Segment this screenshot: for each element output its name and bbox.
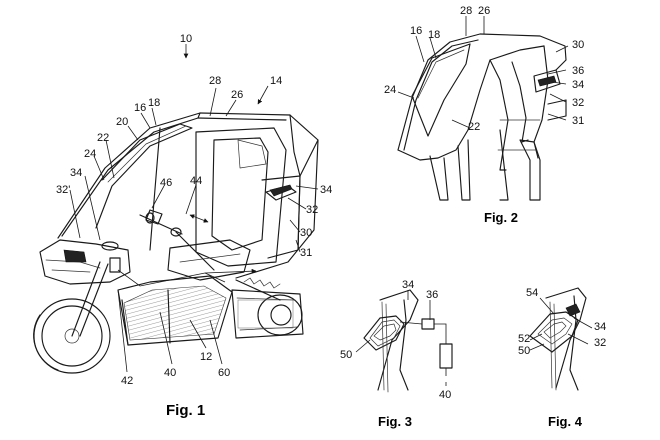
fig1-ref-42: 42 <box>121 375 133 387</box>
fig1-ref-44: 44 <box>190 175 202 187</box>
fig1-ref-24: 24 <box>84 148 96 160</box>
fig3-handle-detail <box>355 289 453 393</box>
fig1-door-opening <box>167 127 287 281</box>
fig1-leader-lines <box>69 44 319 373</box>
fig3-ref-36: 36 <box>426 289 438 301</box>
fig1-windscreen-frame <box>95 123 193 251</box>
fig2-canopy-drawing <box>397 16 569 201</box>
fig2-ref-31: 31 <box>572 115 584 127</box>
fig1-caption: Fig. 1 <box>166 402 205 419</box>
fig3-reference-numerals: 34 36 50 40 <box>340 279 451 401</box>
fig1-ref-40: 40 <box>164 367 176 379</box>
fig2-ref-34: 34 <box>572 79 584 91</box>
fig1-ref-31: 31 <box>300 247 312 259</box>
fig2-ref-24: 24 <box>384 84 396 96</box>
fig1-ref-34-left: 34 <box>70 167 82 179</box>
fig1-ref-14: 14 <box>270 75 282 87</box>
fig1-vehicle-drawing <box>33 44 319 374</box>
fig2-ref-36: 36 <box>572 65 584 77</box>
fig3-ref-34: 34 <box>402 279 414 291</box>
fig1-ref-22: 22 <box>97 132 109 144</box>
fig2-ref-30: 30 <box>572 39 584 51</box>
fig1-front-wheel <box>33 298 111 374</box>
fig1-rear-wheel <box>231 289 304 339</box>
fig1-ref-20: 20 <box>116 116 128 128</box>
fig2-ref-18: 18 <box>428 29 440 41</box>
fig1-ref-34-right: 34 <box>320 184 332 196</box>
fig2-ref-26: 26 <box>478 5 490 17</box>
fig1-front-nose <box>39 239 131 285</box>
fig1-ref-10: 10 <box>180 33 192 45</box>
fig1-ref-16: 16 <box>134 102 146 114</box>
fig4-ref-34: 34 <box>594 321 606 333</box>
fig4-caption: Fig. 4 <box>548 414 583 429</box>
fig2-ref-32: 32 <box>572 97 584 109</box>
fig1-body-lower <box>117 275 233 346</box>
fig4-ref-54: 54 <box>526 287 538 299</box>
fig1-rear-panel <box>261 175 301 259</box>
fig1-ref-60: 60 <box>218 367 230 379</box>
fig1-ref-28: 28 <box>209 75 221 87</box>
fig2-ref-22: 22 <box>468 121 480 133</box>
fig3-caption: Fig. 3 <box>378 414 412 429</box>
fig1-canopy <box>57 112 319 279</box>
fig1-connection-arrows <box>117 214 257 287</box>
fig1-ref-18: 18 <box>148 97 160 109</box>
fig4-reference-numerals: 54 34 52 32 50 <box>518 287 606 357</box>
fig4-ref-32: 32 <box>594 337 606 349</box>
fig1-steering <box>139 209 215 271</box>
fig4-ref-50: 50 <box>518 345 530 357</box>
fig1-rear-suspension <box>235 277 281 301</box>
fig1-ref-30: 30 <box>300 227 312 239</box>
fig3-ref-50: 50 <box>340 349 352 361</box>
fig4-handle-detail <box>529 287 593 391</box>
fig1-reference-numerals: 10 14 18 16 20 22 24 34 32' 28 26 44 46 … <box>56 33 332 387</box>
fig2-reference-numerals: 16 18 28 26 30 36 34 32 31 24 22 <box>384 5 584 133</box>
fig2-ref-16: 16 <box>410 25 422 37</box>
fig1-ref-32: 32 <box>306 204 318 216</box>
fig1-ref-46: 46 <box>160 177 172 189</box>
fig4-ref-52: 52 <box>518 333 530 345</box>
fig3-ref-40: 40 <box>439 389 451 401</box>
fig2-ref-28: 28 <box>460 5 472 17</box>
fig1-ref-26: 26 <box>231 89 243 101</box>
fig2-caption: Fig. 2 <box>484 210 518 225</box>
fig1-ref-12: 12 <box>200 351 212 363</box>
fig1-ref-32-prime: 32' <box>56 184 70 196</box>
fig1-front-fork <box>71 261 109 337</box>
